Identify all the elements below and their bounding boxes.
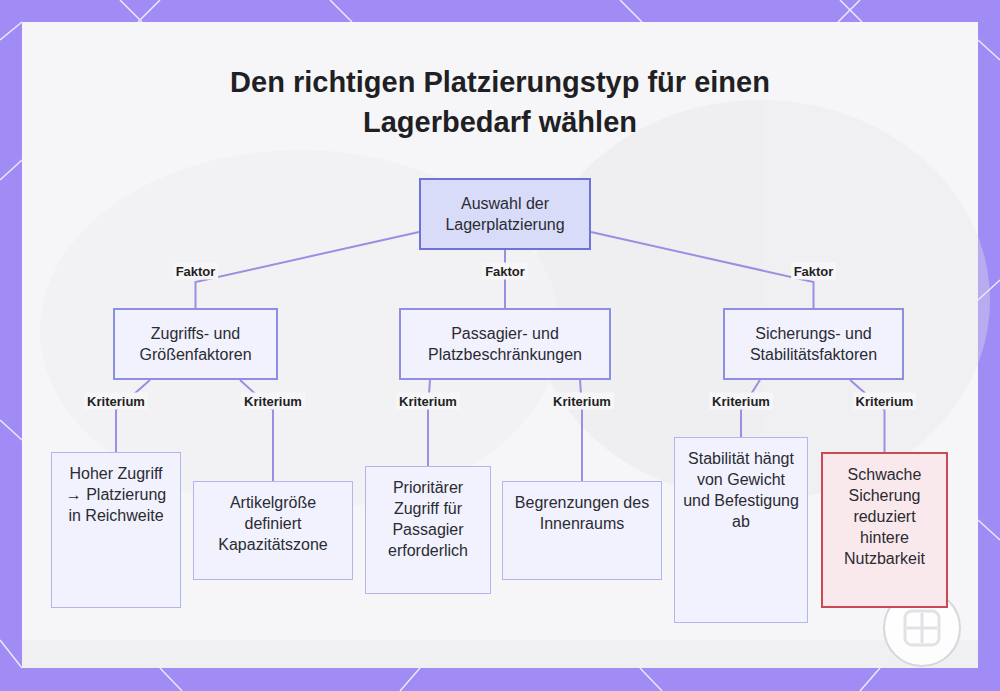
edge-label: Kriterium [550, 393, 614, 410]
node-text: Auswahl der Lagerplatzierung [421, 193, 589, 235]
blurred-photo [22, 100, 990, 668]
node-text: Passagier- und Platzbeschränkungen [401, 323, 609, 365]
node-text: Prioritärer Zugriff für Passagier erford… [366, 477, 490, 561]
edge-label: Kriterium [853, 393, 917, 410]
factor-box: Zugriffs- und Größenfaktoren [113, 308, 278, 380]
edge-label: Faktor [173, 263, 219, 280]
root-box: Auswahl der Lagerplatzierung [419, 178, 591, 250]
connector-line [116, 380, 150, 452]
diagram-title: Den richtigen Platzierungstyp für einen … [150, 62, 850, 142]
photo-strip [22, 640, 978, 668]
node-text: Begrenzungen des Innenraums [503, 492, 661, 534]
criterion-box: Prioritärer Zugriff für Passagier erford… [365, 466, 491, 594]
node-text: Stabilität hängt von Gewicht und Befesti… [675, 448, 807, 532]
edge-label: Kriterium [241, 393, 305, 410]
factor-box: Sicherungs- und Stabilitätsfaktoren [723, 308, 904, 380]
logo-mark [907, 613, 937, 643]
node-text: Schwache Sicherung reduziert hintere Nut… [823, 464, 946, 569]
warning-box: Schwache Sicherung reduziert hintere Nut… [821, 452, 948, 608]
factor-box: Passagier- und Platzbeschränkungen [399, 308, 611, 380]
criterion-box: Stabilität hängt von Gewicht und Befesti… [674, 437, 808, 623]
edge-label: Kriterium [396, 393, 460, 410]
node-text: Artikelgröße definiert Kapazitätszone [194, 492, 352, 555]
connector-line [196, 232, 420, 308]
connector-line [591, 232, 814, 308]
node-text: Zugriffs- und Größenfaktoren [115, 323, 276, 365]
edge-label: Kriterium [84, 393, 148, 410]
node-text: Hoher Zugriff → Platzierung in Reichweit… [52, 463, 180, 526]
edge-label: Kriterium [709, 393, 773, 410]
node-text: Sicherungs- und Stabilitätsfaktoren [725, 323, 902, 365]
criterion-box: Begrenzungen des Innenraums [502, 481, 662, 580]
criterion-box: Hoher Zugriff → Platzierung in Reichweit… [51, 452, 181, 608]
connector-line [850, 380, 884, 452]
edge-label: Faktor [791, 263, 837, 280]
criterion-box: Artikelgröße definiert Kapazitätszone [193, 481, 353, 580]
edge-label: Faktor [482, 263, 528, 280]
logo-mark [905, 611, 939, 645]
